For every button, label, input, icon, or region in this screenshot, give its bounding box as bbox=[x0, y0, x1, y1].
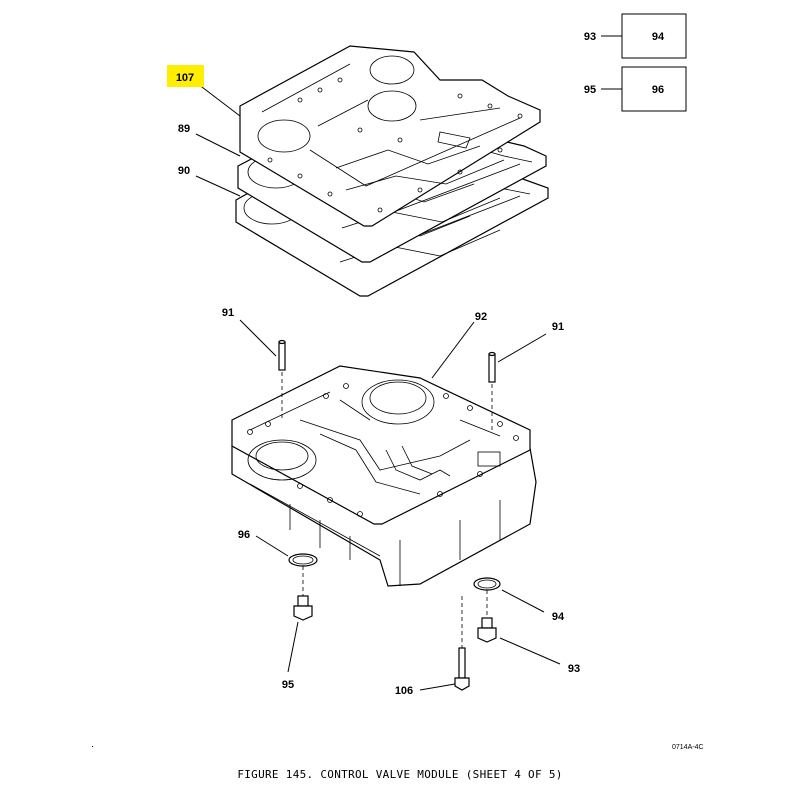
callout-89: 89 bbox=[178, 123, 190, 135]
key-label-93: 93 bbox=[584, 31, 596, 43]
dowel-pin-91-left bbox=[278, 339, 286, 420]
gasket-107 bbox=[239, 45, 541, 227]
o-ring-96 bbox=[288, 553, 318, 567]
leader-89 bbox=[195, 133, 241, 157]
leader-107 bbox=[197, 83, 241, 117]
stray-dot bbox=[92, 746, 93, 747]
callout-107: 107 bbox=[176, 72, 194, 84]
key-box-95-96: 96 95 bbox=[584, 66, 687, 112]
callout-92: 92 bbox=[475, 311, 487, 323]
figure-code: 0714A-4C bbox=[672, 744, 704, 751]
figure-caption: FIGURE 145. CONTROL VALVE MODULE (SHEET … bbox=[237, 768, 563, 781]
key-label-95: 95 bbox=[584, 84, 596, 96]
leader-95 bbox=[287, 621, 299, 673]
callout-95: 95 bbox=[282, 679, 294, 691]
leader-91-left bbox=[239, 319, 277, 357]
leader-106 bbox=[419, 683, 456, 691]
callout-91-left: 91 bbox=[222, 307, 234, 319]
leader-96 bbox=[255, 535, 289, 557]
valve-body-92 bbox=[231, 365, 537, 587]
leader-90 bbox=[195, 175, 241, 197]
leader-94 bbox=[501, 589, 545, 613]
callout-106: 106 bbox=[395, 685, 413, 697]
bolt-106 bbox=[454, 647, 470, 691]
callout-107-highlight bbox=[167, 65, 204, 87]
dowel-pin-91-right bbox=[488, 351, 496, 432]
callout-94: 94 bbox=[552, 611, 565, 623]
callout-91-right: 91 bbox=[552, 321, 564, 333]
callout-96: 96 bbox=[238, 529, 250, 541]
key-box-93-94: 94 93 bbox=[584, 13, 687, 59]
leader-91-right bbox=[497, 333, 547, 363]
key-label-96: 96 bbox=[652, 84, 664, 96]
callout-93: 93 bbox=[568, 663, 580, 675]
key-label-94: 94 bbox=[652, 31, 665, 43]
o-ring-94 bbox=[473, 577, 501, 591]
bolt-95 bbox=[293, 595, 313, 621]
leader-93 bbox=[499, 637, 561, 665]
callout-90: 90 bbox=[178, 165, 190, 177]
bolt-93 bbox=[477, 617, 497, 643]
leader-92 bbox=[431, 321, 475, 379]
